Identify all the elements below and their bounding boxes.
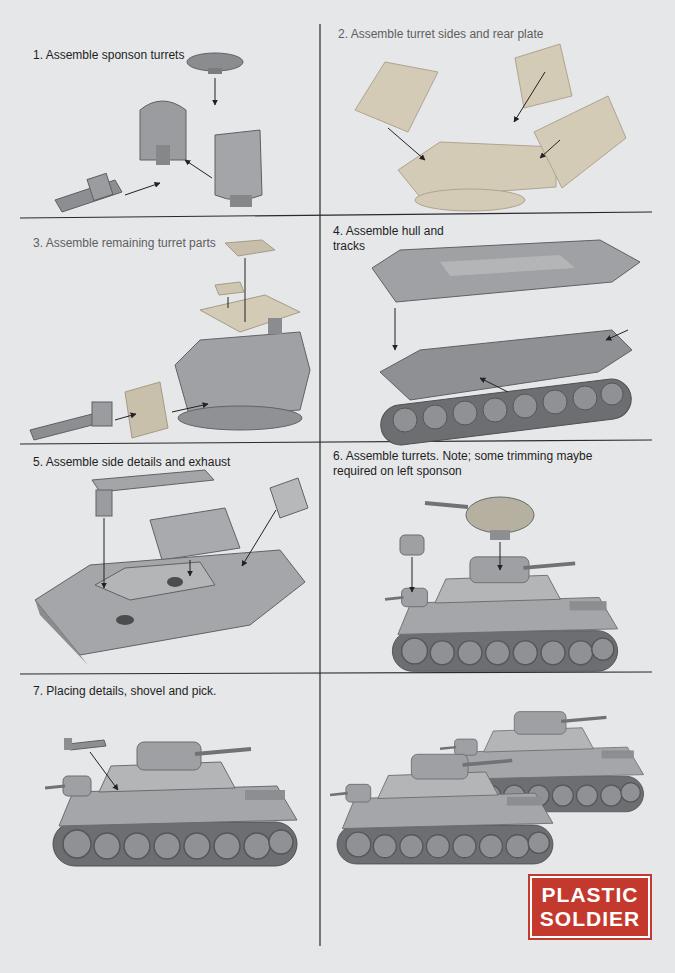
tank-details — [45, 738, 297, 866]
assembly-arrows — [412, 542, 500, 592]
hull-and-tracks — [372, 240, 640, 447]
finished-tanks — [330, 712, 644, 864]
tank-with-turrets — [385, 497, 618, 671]
step-instruction: 1. Assemble sponson turrets — [33, 48, 313, 63]
step-instruction: 6. Assemble turrets. Note; some trimming… — [333, 449, 638, 479]
step-instruction: 3. Assemble remaining turret parts — [33, 236, 313, 251]
assembly-arrows — [395, 308, 628, 392]
step-instruction: 5. Assemble side details and exhaust — [33, 455, 313, 470]
assembly-arrows — [115, 258, 245, 420]
assembly-arrows — [388, 72, 560, 160]
turret-plates — [355, 44, 626, 211]
panel-grid — [20, 24, 652, 946]
step-instruction: 7. Placing details, shovel and pick. — [33, 684, 313, 699]
step-instruction: 2. Assemble turret sides and rear plate — [338, 27, 648, 42]
hull-side-details — [35, 470, 308, 665]
assembly-arrows — [104, 510, 276, 588]
step-instruction: 4. Assemble hull and tracks — [333, 224, 461, 254]
sponson-parts — [55, 53, 262, 212]
assembly-arrows — [125, 78, 215, 195]
turret-parts — [30, 240, 310, 440]
logo-text: PLASTIC SOLDIER — [538, 883, 642, 931]
brand-logo: PLASTIC SOLDIER — [530, 876, 650, 938]
